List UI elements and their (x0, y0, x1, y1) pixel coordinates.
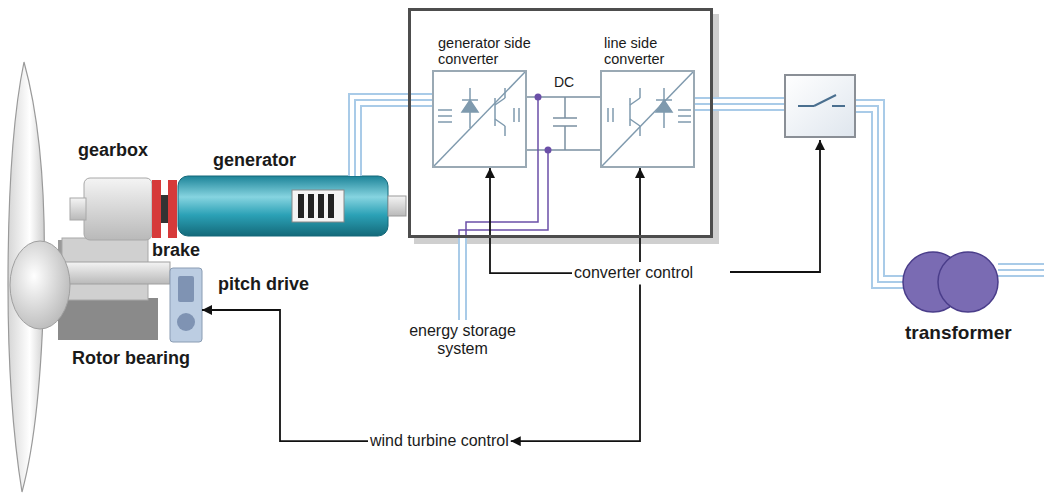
part-label: Rotor bearing (72, 348, 190, 369)
node-text: generator side converter (438, 35, 563, 68)
node-text: pitch drive (218, 274, 309, 295)
junction-dot (535, 94, 542, 101)
brake-hub (161, 195, 168, 223)
storage-wire (459, 97, 548, 238)
connector-path (490, 168, 572, 273)
converter-symbol (434, 72, 525, 166)
pitch-drive: pitch drive (170, 268, 202, 342)
storage-label: energy storage system (395, 320, 530, 361)
node-text: wind turbine control (370, 432, 509, 450)
brake-disc (168, 180, 177, 238)
bearing-base (58, 298, 158, 340)
converter-symbol (602, 72, 693, 166)
control-label: wind turbine control (368, 430, 511, 452)
power-lines (695, 104, 1044, 282)
node-text: generator (213, 150, 296, 171)
slip-ring (298, 194, 304, 218)
control-line (730, 140, 820, 272)
pitch-drive-part (177, 313, 195, 331)
node-text: DC (554, 74, 574, 90)
transformer-coil (938, 252, 998, 312)
connector-path (511, 284, 640, 441)
connector-path (458, 238, 467, 320)
connector-path (355, 100, 432, 176)
node-text: energy storage system (397, 322, 528, 359)
junction-dot (545, 147, 552, 154)
control-arrow (640, 168, 641, 262)
control-arrow (202, 310, 368, 441)
connector-path (355, 100, 432, 176)
connector-path (639, 168, 641, 262)
connector-path (355, 100, 432, 176)
power-line (355, 100, 432, 176)
slip-rings (292, 190, 344, 222)
control-label: converter control (572, 262, 695, 284)
control-arrow (511, 284, 640, 441)
brake-disc (152, 180, 161, 238)
slip-ring (308, 194, 314, 218)
main-shaft (55, 262, 170, 284)
part-label: brake (152, 240, 200, 261)
converter-box: line side converter (600, 70, 695, 168)
slip-ring (318, 194, 324, 218)
power-line (462, 238, 463, 320)
gearbox-shaft (70, 198, 86, 220)
pitch-drive-box (170, 268, 202, 342)
generator-body (178, 176, 388, 236)
slip-ring (328, 194, 334, 218)
gearbox-body (84, 178, 152, 240)
connector-path (460, 238, 465, 320)
rotor-hub (10, 241, 70, 329)
generator-shaft (388, 196, 406, 216)
switch-box (785, 75, 855, 137)
pitch-drive-part (178, 276, 194, 302)
node-text: line side converter (604, 35, 709, 68)
converter-cabinet: DC generator side converter line side conv… (408, 8, 713, 238)
converter-box: generator side converter (432, 70, 527, 168)
switch-symbol (798, 95, 845, 106)
connector-path (202, 310, 368, 441)
generator: generator (178, 176, 388, 236)
part-label: gearbox (78, 140, 148, 161)
cabinet-fill (408, 8, 713, 238)
part-label: transformer (905, 322, 1012, 344)
node-text: converter control (574, 264, 693, 282)
control-arrow (490, 168, 572, 273)
